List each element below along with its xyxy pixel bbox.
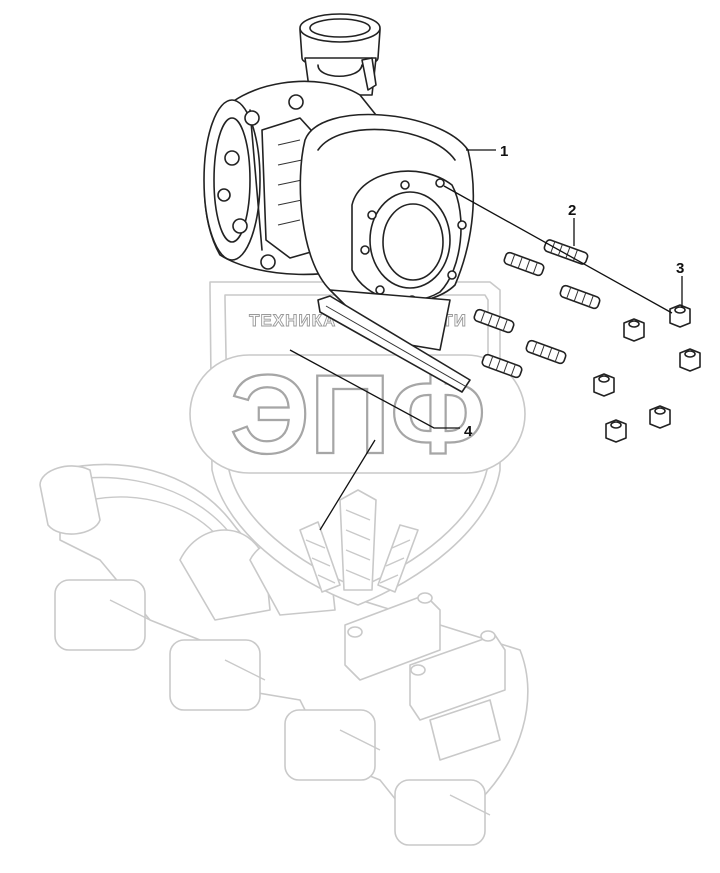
leader-line-4-drop bbox=[319, 439, 376, 531]
leader-line-stud-to-nut bbox=[443, 185, 673, 314]
exhaust-manifold-ghost bbox=[39, 463, 529, 846]
nuts bbox=[593, 304, 701, 443]
studs bbox=[473, 239, 601, 379]
turbocharger bbox=[203, 13, 475, 351]
leader-lines bbox=[289, 149, 683, 531]
callout-1: 1 bbox=[500, 143, 508, 160]
watermark-wheat-icon bbox=[299, 489, 419, 593]
gasket bbox=[317, 295, 471, 393]
housing-bolts bbox=[217, 94, 304, 270]
callouts: 1 2 3 4 bbox=[464, 143, 684, 440]
callout-3: 3 bbox=[676, 260, 684, 277]
callout-2: 2 bbox=[568, 202, 576, 219]
callout-4: 4 bbox=[464, 423, 473, 440]
watermark-letters: ЭПФ bbox=[230, 352, 486, 477]
leader-line-4 bbox=[289, 349, 460, 429]
